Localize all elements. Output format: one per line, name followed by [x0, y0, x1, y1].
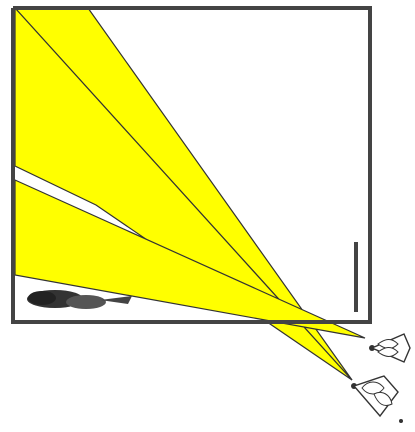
diagram-canvas: [0, 0, 415, 432]
diagram-svg: [0, 0, 415, 432]
